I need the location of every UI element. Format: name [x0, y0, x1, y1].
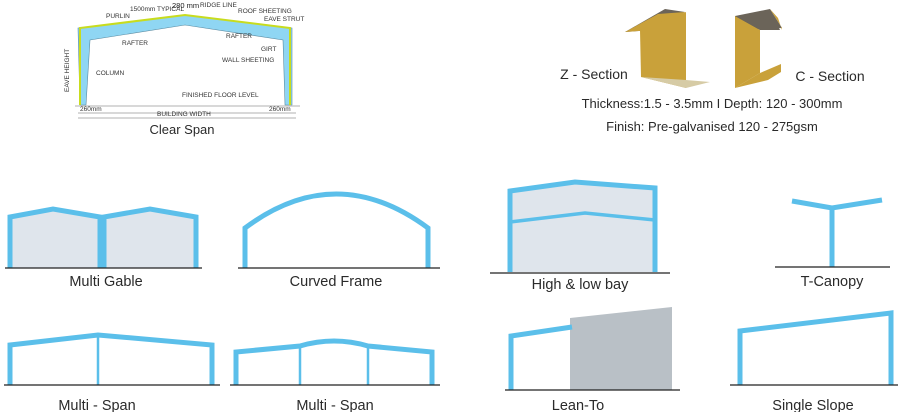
label-finished-floor: FINISHED FLOOR LEVEL	[182, 92, 259, 99]
finish-text: Finish: Pre-galvanised 120 - 275gsm	[606, 119, 818, 134]
label-rafter-left: RAFTER	[122, 40, 148, 47]
label-building-width: BUILDING WIDTH	[157, 111, 211, 118]
label-column: COLUMN	[96, 70, 124, 77]
multi-gable-frame	[5, 206, 202, 269]
curved-frame	[238, 191, 440, 269]
label-girt: GIRT	[261, 46, 276, 53]
label-ridge-gap: 280 mm	[172, 1, 199, 10]
frame-label-multi-span-1: Multi - Span	[58, 398, 135, 412]
c-section-icon	[735, 9, 782, 88]
lean-to-frame	[505, 307, 680, 391]
c-section-label: C - Section	[795, 68, 864, 84]
frame-label-t-canopy: T-Canopy	[801, 274, 865, 290]
multi-span-frame-2	[230, 338, 440, 386]
frame-label-lean-to: Lean-To	[552, 398, 604, 412]
frame-label-multi-gable: Multi Gable	[69, 274, 142, 290]
label-rafter-right: RAFTER	[226, 33, 252, 40]
z-section-icon	[625, 9, 710, 88]
frame-label-curved-frame: Curved Frame	[290, 274, 383, 290]
label-purlin: PURLIN	[106, 13, 130, 20]
t-canopy-frame	[775, 197, 890, 268]
label-roof-sheeting: ROOF SHEETING	[238, 8, 292, 15]
clear-span-title: Clear Span	[149, 122, 214, 137]
frame-label-high-low-bay: High & low bay	[532, 277, 629, 293]
label-typical: 1500mm TYPICAL	[130, 6, 184, 13]
label-right-offset: 260mm	[269, 106, 291, 113]
label-ridge-line: RIDGE LINE	[200, 2, 238, 9]
label-wall-sheeting: WALL SHEETING	[222, 57, 274, 64]
sheeting-line	[79, 13, 291, 105]
multi-span-frame-1	[4, 332, 220, 386]
frame-label-multi-span-2: Multi - Span	[296, 398, 373, 412]
single-slope-frame	[730, 310, 898, 386]
clear-span-diagram: PURLIN 1500mm TYPICAL 280 mm RIDGE LINE …	[64, 1, 304, 137]
label-eave-height: EAVE HEIGHT	[64, 49, 71, 92]
high-low-bay-frame	[490, 179, 670, 274]
label-left-offset: 260mm	[80, 106, 102, 113]
frame-label-single-slope: Single Slope	[772, 398, 853, 412]
thickness-text: Thickness:1.5 - 3.5mm I Depth: 120 - 300…	[582, 96, 843, 111]
z-section-label: Z - Section	[560, 66, 628, 82]
label-eave-strut: EAVE STRUT	[264, 16, 304, 23]
